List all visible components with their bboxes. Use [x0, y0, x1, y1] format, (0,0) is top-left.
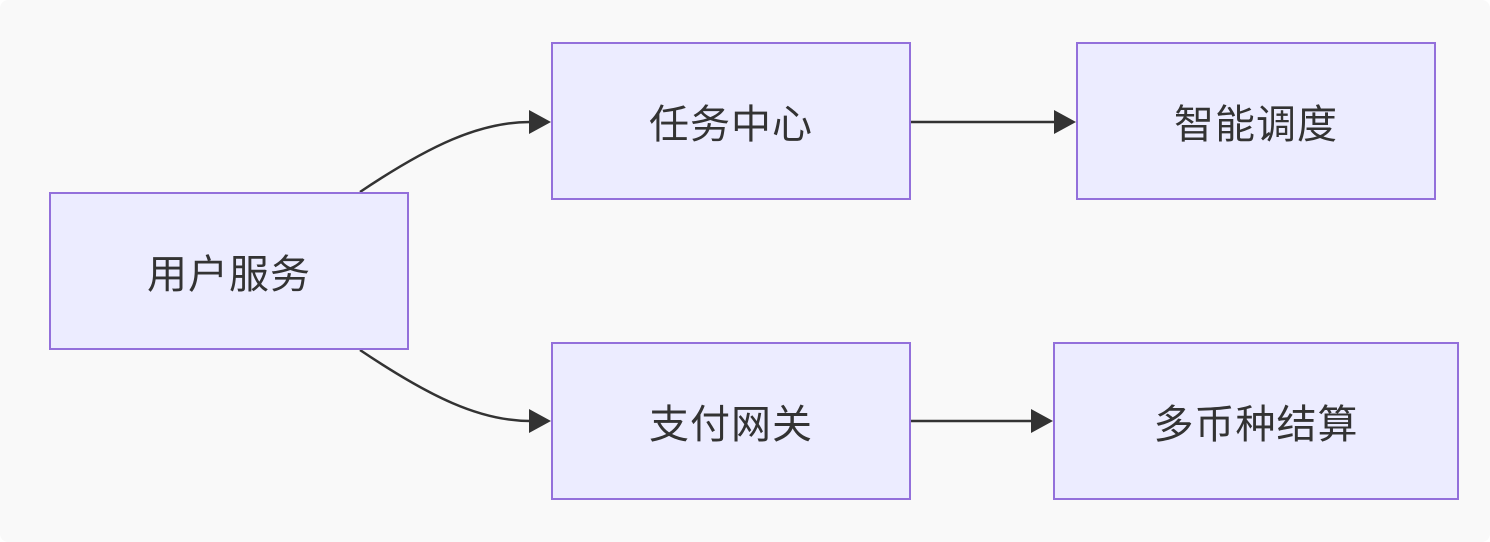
arrowhead-task	[529, 110, 551, 134]
node-user-service: 用户服务	[49, 192, 409, 350]
node-task-center: 任务中心	[551, 42, 911, 200]
edge-user-to-task	[359, 120, 541, 194]
node-label: 智能调度	[1174, 102, 1338, 148]
node-smart-scheduling: 智能调度	[1076, 42, 1436, 200]
node-label: 支付网关	[649, 402, 813, 448]
arrowhead-sched	[1054, 110, 1076, 134]
node-label: 任务中心	[649, 102, 813, 148]
node-payment-gateway: 支付网关	[551, 342, 911, 500]
arrowhead-pay	[529, 409, 551, 433]
node-label: 用户服务	[147, 252, 311, 298]
edge-user-to-pay	[359, 348, 541, 423]
node-multi-currency-settlement: 多币种结算	[1053, 342, 1459, 500]
arrowhead-multi	[1031, 409, 1053, 433]
node-label: 多币种结算	[1153, 402, 1359, 448]
